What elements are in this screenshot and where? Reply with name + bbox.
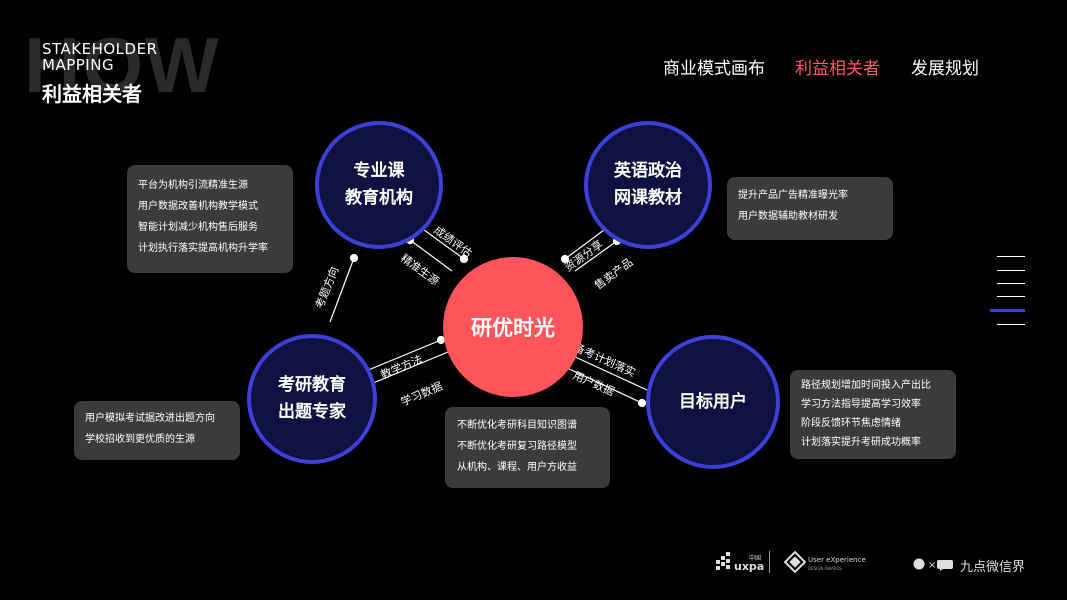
link-line-usr-out: [570, 354, 648, 391]
cross-icon: ×: [928, 560, 936, 571]
node-label: 考研教育: [278, 375, 346, 395]
footer-divider: [769, 551, 770, 573]
collab-icons: ×: [913, 558, 953, 571]
card-line: 学习方法指导提高学习效率: [801, 399, 921, 410]
watermark-text: HOW: [24, 21, 221, 109]
nav-stakeholders[interactable]: 利益相关者: [795, 59, 880, 79]
link-line-usr-in: [564, 366, 643, 404]
link-dot-usr-in: [637, 398, 647, 408]
page-indicator-1[interactable]: [997, 256, 1025, 257]
link-line-edu-out: [419, 226, 465, 260]
link-line-exp-in: [365, 351, 449, 387]
node-center-platform[interactable]: 研优时光: [443, 257, 583, 397]
node-target-user[interactable]: 目标用户: [646, 335, 780, 469]
center-label: 研优时光: [471, 316, 555, 340]
uxpa-logo-text: uxpa: [734, 560, 765, 573]
node-label: 教育机构: [345, 188, 413, 208]
page-title: 利益相关者: [42, 82, 142, 106]
section-subtitle-line2: MAPPING: [42, 56, 115, 74]
card-line: 学校招收到更优质的生源: [85, 434, 195, 445]
collab-circle-icon: [913, 558, 925, 570]
card-line: 用户模拟考试据改进出题方向: [85, 413, 215, 424]
card-line: 智能计划减少机构售后服务: [138, 222, 258, 233]
card-line: 不断优化考研复习路径模型: [457, 441, 577, 452]
card-line: 用户数据辅助教材研发: [738, 211, 838, 222]
nav-business-model-canvas[interactable]: 商业模式画布: [663, 59, 765, 79]
page-indicator-5-active[interactable]: [990, 309, 1025, 312]
link-line-eng-in: [574, 240, 618, 272]
brand-logo-text: 九点微信界: [960, 560, 1026, 575]
node-professional-edu[interactable]: 专业课 教育机构: [315, 121, 443, 249]
node-label: 目标用户: [679, 391, 747, 412]
card-line: 不断优化考研科目知识图谱: [457, 420, 577, 431]
link-line-eng-out: [564, 226, 609, 260]
card-line: 提升产品广告精准曝光率: [738, 190, 848, 201]
node-label: 专业课: [353, 161, 405, 181]
node-label: 出题专家: [278, 402, 346, 422]
node-label: 网课教材: [614, 188, 682, 208]
node-label: 英语政治: [614, 161, 682, 181]
link-line-edu-in: [409, 239, 453, 272]
card-english-benefits: 提升产品广告精准曝光率 用户数据辅助教材研发: [727, 177, 893, 240]
chat-bubble-icon: [937, 560, 953, 571]
ux-awards-subtext: DESIGN AWARDS: [808, 566, 843, 571]
card-line: 路径规划增加时间投入产出比: [801, 380, 931, 391]
card-center-benefits: 不断优化考研科目知识图谱 不断优化考研复习路径模型 从机构、课程、用户方收益: [445, 407, 610, 488]
page-indicator-2[interactable]: [997, 270, 1025, 271]
card-expert-benefits: 用户模拟考试据改进出题方向 学校招收到更优质的生源: [74, 401, 240, 460]
ux-awards-text: User eXperience: [808, 556, 866, 564]
card-edu-benefits: 平台为机构引流精准生源 用户数据改善机构教学模式 智能计划减少机构售后服务 计划…: [127, 165, 293, 273]
uxpa-logo-cn: 中国: [749, 555, 762, 562]
card-line: 计划落实提升考研成功概率: [801, 437, 921, 448]
card-line: 从机构、课程、用户方收益: [457, 462, 577, 473]
card-user-benefits: 路径规划增加时间投入产出比 学习方法指导提高学习效率 阶段反馈环节焦虑情绪 计划…: [790, 370, 956, 459]
page-indicator-4[interactable]: [997, 296, 1025, 297]
node-english-politics[interactable]: 英语政治 网课教材: [584, 121, 712, 249]
nav-development-plan[interactable]: 发展规划: [911, 59, 979, 79]
uxpa-logo-icon: [716, 552, 730, 570]
link-line-exp-out: [360, 339, 442, 374]
link-dot-edu-out: [459, 254, 469, 264]
section-subtitle-line1: STAKEHOLDER: [42, 40, 158, 58]
node-exam-expert[interactable]: 考研教育 出题专家: [247, 334, 377, 464]
card-line: 阶段反馈环节焦虑情绪: [801, 418, 901, 429]
link-dot-exp-edu: [349, 253, 359, 263]
link-line-exp-edu: [329, 257, 355, 323]
link-dot-eng-out: [560, 254, 570, 264]
ux-awards-logo-icon: [784, 551, 806, 573]
card-line: 用户数据改善机构教学模式: [138, 201, 258, 212]
page-indicator-3[interactable]: [997, 283, 1025, 284]
page-indicator-6[interactable]: [997, 324, 1025, 325]
card-line: 平台为机构引流精准生源: [138, 180, 248, 191]
card-line: 计划执行落实提高机构升学率: [138, 243, 268, 254]
